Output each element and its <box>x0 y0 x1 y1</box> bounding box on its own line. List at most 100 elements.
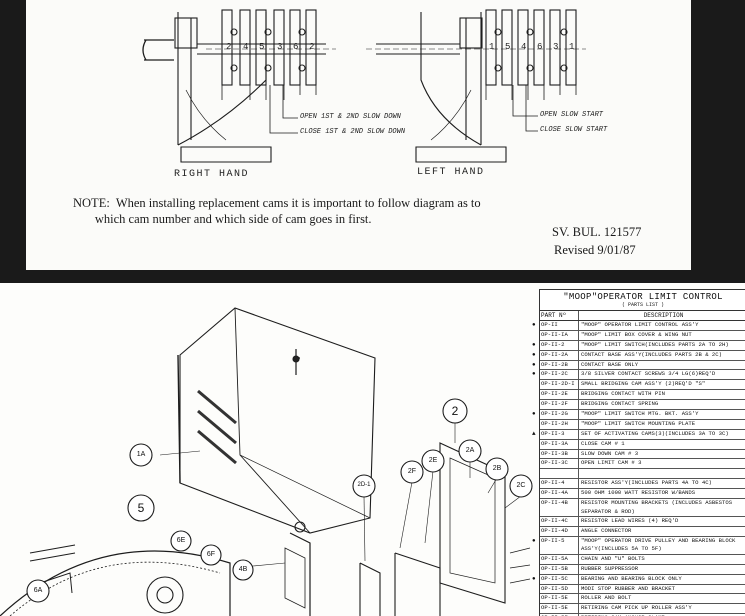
close-slow-down-label: CLOSE 1ST & 2ND SLOW DOWN <box>300 128 406 136</box>
description-cell: RESISTOR ASS'Y(INCLUDES PARTS 4A TO 4C) <box>581 479 712 487</box>
row-marker-icon: ▲ <box>532 429 536 437</box>
parts-list-header: PART Nº DESCRIPTION <box>540 311 745 321</box>
left-hand-label: LEFT HAND <box>417 167 485 178</box>
callout-6a: 6A <box>33 587 43 594</box>
description-cell: CONTACT BASE ONLY <box>581 360 639 368</box>
table-row: ●OP-II-2"MOOP" LIMIT SWITCH(INCLUDES PAR… <box>532 340 745 351</box>
column-header-description: DESCRIPTION <box>643 312 684 319</box>
description-cell: ROLLER AND BOLT <box>581 594 632 602</box>
parts-list-subtitle: ( PARTS LIST ) <box>540 302 745 311</box>
revised-date: Revised 9/01/87 <box>554 243 636 257</box>
part-number-cell: OP-II-4D <box>540 527 579 536</box>
row-marker-icon: ● <box>532 350 536 358</box>
part-number-cell: OP-II-5E <box>540 594 579 604</box>
description-cell: "MOOP" LIMIT SWITCH MTG. BKT. ASS'Y <box>581 410 699 418</box>
row-marker-icon: ● <box>532 536 536 544</box>
part-number-cell: OP-II-4C <box>540 517 579 527</box>
left-cam-number: 4 <box>521 42 527 52</box>
part-number-cell: OP-II-5A <box>540 554 579 564</box>
part-number-cell: OP-II-4B <box>540 499 579 517</box>
description-cell: MODI STOP RUBBER AND BRACKET <box>581 584 675 592</box>
part-number-cell: OP-II-5B <box>540 564 579 574</box>
table-row: OP-II-2H"MOOP" LIMIT SWITCH MOUNTING PLA… <box>540 419 745 430</box>
description-cell: "MOOP" OPERATOR LIMIT CONTROL ASS'Y <box>581 321 699 328</box>
part-number-cell: OP-II-4A <box>540 489 579 499</box>
part-number-cell: OP-II-IA <box>540 330 579 340</box>
cam-assembly-drawing <box>142 9 586 163</box>
callout-2e: 2E <box>428 457 438 464</box>
right-hand-cams <box>206 9 336 134</box>
table-row: OP-II-5FRETIRING CAM ANCHOR CLAMP <box>540 614 745 616</box>
row-marker-icon: ● <box>532 321 536 328</box>
parts-list-page: 1A 5 6E 6F 6A 4B 2D-1 2F 2E 2 2A 2B 2C "… <box>0 283 745 616</box>
column-header-part: PART Nº <box>540 311 579 320</box>
part-number-cell: OP-II-2A <box>540 350 579 360</box>
callout-2: 2 <box>451 404 459 418</box>
description-cell: "MOOP" LIMIT SWITCH MOUNTING PLATE <box>581 419 696 427</box>
part-number-cell: OP-II-2 <box>540 340 579 350</box>
note-line-1: NOTE: When installing replacement cams i… <box>73 196 481 210</box>
left-hand-frame <box>420 12 482 146</box>
description-cell: SLOW DOWN CAM # 3 <box>581 449 639 457</box>
right-cam-number: 2 <box>226 42 232 52</box>
description-cell: 500 OHM 1000 WATT RESISTOR W/BANDS <box>581 489 696 497</box>
callout-2a: 2A <box>465 447 475 454</box>
left-hand-cams <box>366 9 586 132</box>
open-slow-down-label: OPEN 1ST & 2ND SLOW DOWN <box>300 113 401 121</box>
left-cam-number: 5 <box>505 42 511 52</box>
part-number-cell: OP-II-2C <box>540 370 579 380</box>
callout-5: 5 <box>137 501 145 515</box>
description-cell: BRIDGING CONTACT WITH PIN <box>581 390 665 398</box>
part-number-cell: OP-II-2H <box>540 419 579 429</box>
table-row: ●OP-II-2G"MOOP" LIMIT SWITCH MTG. BKT. A… <box>532 410 745 420</box>
part-number-cell: OP-II-2D-I <box>540 380 579 390</box>
left-cam-number: 3 <box>553 42 559 52</box>
row-marker-icon: ● <box>532 370 536 378</box>
open-slow-start-label: OPEN SLOW START <box>540 111 604 119</box>
parts-list-title: "MOOP"OPERATOR LIMIT CONTROL <box>563 292 723 302</box>
description-cell: BEARING AND BEARING BLOCK ONLY <box>581 574 682 582</box>
description-cell: "MOOP" LIMIT BOX COVER & WING NUT <box>581 330 692 338</box>
parts-list-rows: ● OP-II"MOOP" OPERATOR LIMIT CONTROL ASS'… <box>532 321 745 616</box>
description-cell: 3/8 SILVER CONTACT SCREWS 3/4 LG(6)REQ'D <box>581 370 716 378</box>
right-cam-number: 3 <box>277 42 283 52</box>
description-cell <box>579 469 745 478</box>
exploded-view-drawing <box>0 307 533 616</box>
description-cell: BRIDGING CONTACT SPRING <box>581 400 659 408</box>
callout-2d-1: 2D-1 <box>357 482 371 488</box>
row-marker-icon: ● <box>532 410 536 418</box>
right-cam-number: 4 <box>243 42 249 52</box>
part-number-cell: OP-II-2F <box>540 400 579 410</box>
description-cell: RETIRING CAM PICK UP ROLLER ASS'Y <box>581 604 692 612</box>
description-cell: RUBBER SUPPRESSOR <box>581 564 639 572</box>
close-slow-start-label: CLOSE SLOW START <box>540 126 608 134</box>
table-row <box>540 469 745 480</box>
row-marker-icon: ● <box>532 574 536 582</box>
part-number-cell: OP-II-3B <box>540 449 579 459</box>
description-cell: RESISTOR LEAD WIRES (4) REQ'D <box>581 517 679 525</box>
right-hand-frame <box>177 12 267 146</box>
table-row: OP-II-IA"MOOP" LIMIT BOX COVER & WING NU… <box>540 330 745 341</box>
description-cell: OPEN LIMIT CAM # 3 <box>581 459 642 467</box>
part-number-cell: OP-II <box>540 321 579 330</box>
cam-diagram-page: 2 4 5 3 6 2 1 5 4 6 3 1 OPEN 1ST & 2ND S… <box>26 0 691 270</box>
callout-2c: 2C <box>516 482 526 489</box>
right-cam-number: 2 <box>309 42 315 52</box>
description-cell: CLOSE CAM # 1 <box>581 439 625 447</box>
left-cam-number: 6 <box>537 42 543 52</box>
